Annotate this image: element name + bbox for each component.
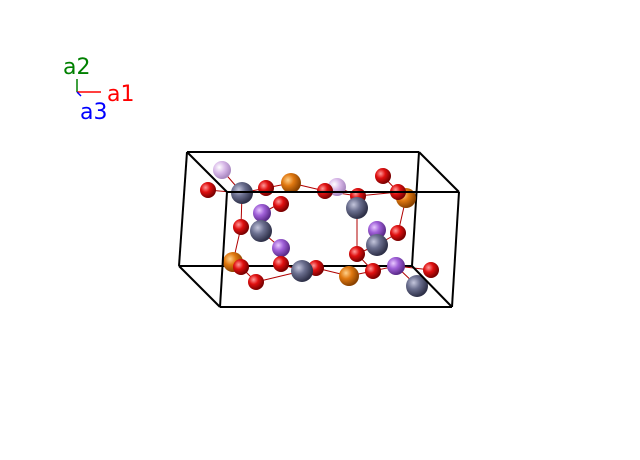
atoms bbox=[200, 161, 439, 297]
gray-metal-atom[interactable] bbox=[291, 260, 313, 282]
oxygen-atom[interactable] bbox=[233, 219, 249, 235]
purple-metal-atom[interactable] bbox=[368, 221, 386, 239]
gray-metal-atom[interactable] bbox=[406, 275, 428, 297]
oxygen-atom[interactable] bbox=[390, 225, 406, 241]
cell-edge bbox=[411, 151, 420, 267]
purple-metal-atom[interactable] bbox=[272, 239, 290, 257]
axis-indicator: a2 a1 a3 bbox=[63, 55, 134, 125]
a3-axis-line bbox=[76, 91, 82, 97]
oxygen-atom[interactable] bbox=[365, 263, 381, 279]
oxygen-atom[interactable] bbox=[258, 180, 274, 196]
cell-edge bbox=[411, 265, 453, 308]
orange-metal-atom[interactable] bbox=[281, 173, 301, 193]
cell-edge bbox=[186, 151, 228, 193]
oxygen-atom[interactable] bbox=[349, 246, 365, 262]
purple-metal-atom[interactable] bbox=[387, 257, 405, 275]
oxygen-atom[interactable] bbox=[233, 259, 249, 275]
cell-edge bbox=[451, 191, 460, 308]
cell-edge bbox=[219, 191, 228, 308]
a1-axis-label: a1 bbox=[107, 82, 134, 107]
a2-axis-label: a2 bbox=[63, 55, 90, 80]
purple-metal-atom[interactable] bbox=[213, 161, 231, 179]
purple-metal-atom[interactable] bbox=[253, 204, 271, 222]
gray-metal-atom[interactable] bbox=[250, 220, 272, 242]
oxygen-atom[interactable] bbox=[273, 256, 289, 272]
oxygen-atom[interactable] bbox=[423, 262, 439, 278]
oxygen-atom[interactable] bbox=[273, 196, 289, 212]
cell-edge bbox=[418, 151, 460, 193]
oxygen-atom[interactable] bbox=[200, 182, 216, 198]
oxygen-atom[interactable] bbox=[375, 168, 391, 184]
a3-axis-label: a3 bbox=[80, 100, 107, 125]
gray-metal-atom[interactable] bbox=[366, 234, 388, 256]
cell-edge bbox=[178, 151, 188, 267]
unit-cell-front-edges bbox=[178, 151, 460, 308]
orange-metal-atom[interactable] bbox=[339, 266, 359, 286]
gray-metal-atom[interactable] bbox=[346, 197, 368, 219]
cell-edge bbox=[178, 265, 221, 308]
oxygen-atom[interactable] bbox=[248, 274, 264, 290]
